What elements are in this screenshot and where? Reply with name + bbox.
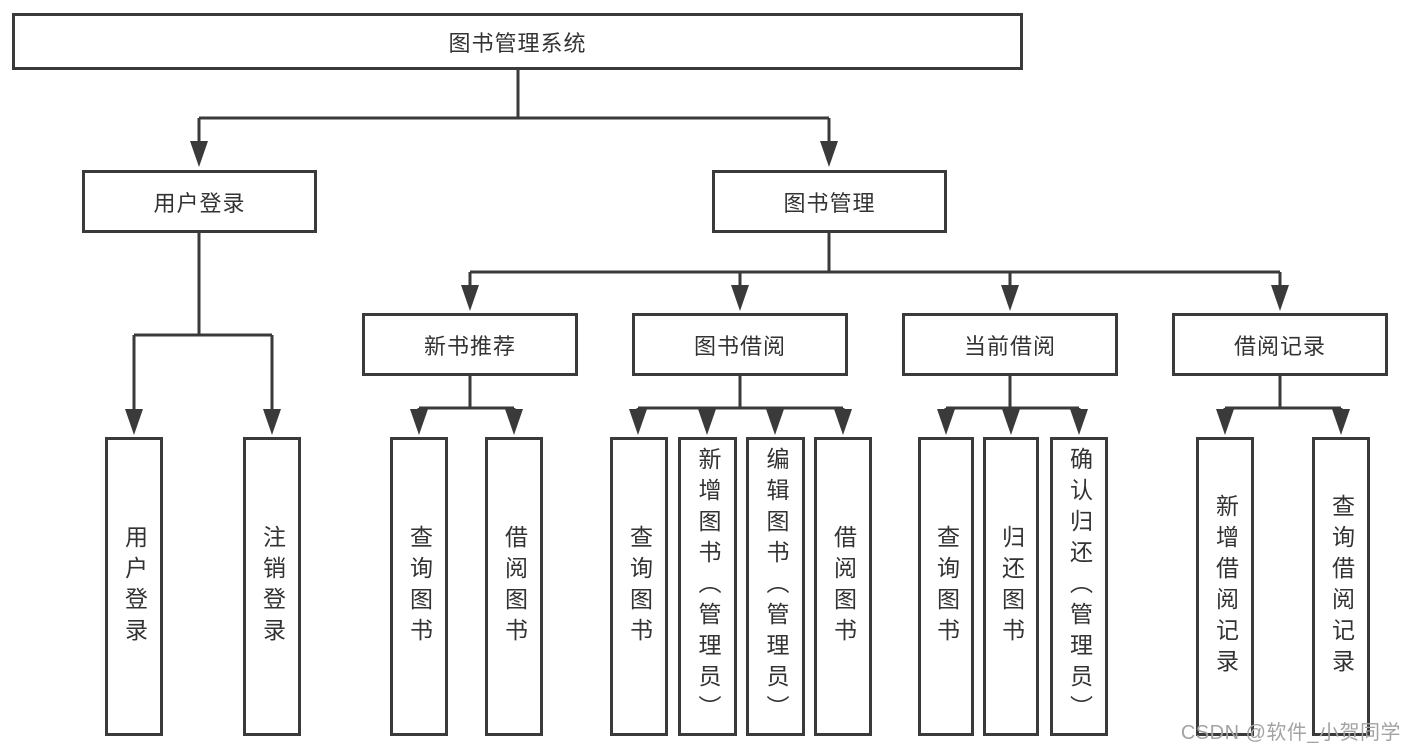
arrowhead [1002,409,1020,435]
node-book-borrow-label: 图书借阅 [693,333,786,359]
arrowhead [731,285,749,311]
leaf-query-borrow-record-label: 查询借阅记录 [1328,493,1355,680]
arrowhead [629,409,647,435]
leaf-add-borrow-record-label: 新增借阅记录 [1212,493,1239,680]
node-new-book-recommend: 新书推荐 [362,313,578,376]
arrowhead [1001,285,1019,311]
arrowhead [820,141,838,167]
arrowhead [937,409,955,435]
arrowhead [1332,409,1350,435]
node-book-management-label: 图书管理 [783,190,876,216]
leaf-query-book-2-label: 查询图书 [626,524,653,649]
leaf-add-book-admin: 新增图书（管理员） [678,437,737,736]
node-borrow-record-label: 借阅记录 [1233,333,1326,359]
leaf-query-book-2: 查询图书 [610,437,668,736]
arrowhead [461,285,479,311]
arrowhead [410,409,428,435]
node-book-borrow: 图书借阅 [632,313,848,376]
leaf-query-book-1-label: 查询图书 [406,524,433,649]
leaf-query-borrow-record: 查询借阅记录 [1312,437,1370,736]
node-book-management: 图书管理 [712,170,947,233]
arrowheads [125,141,1350,435]
node-new-book-recommend-label: 新书推荐 [423,333,516,359]
leaf-edit-book-admin: 编辑图书（管理员） [746,437,805,736]
leaf-logout-label: 注销登录 [259,524,286,649]
leaf-return-book-label: 归还图书 [998,524,1025,649]
csdn-watermark: CSDN @软件_小贺同学 [1180,722,1401,744]
arrowhead [698,409,716,435]
node-root: 图书管理系统 [12,13,1023,70]
leaf-return-book: 归还图书 [983,437,1039,736]
arrowhead [263,409,281,435]
leaf-edit-book-admin-label: 编辑图书（管理员） [763,447,789,726]
node-root-label: 图书管理系统 [448,30,587,56]
node-user-login: 用户登录 [82,170,317,233]
arrowhead [190,141,208,167]
leaf-query-book-3: 查询图书 [918,437,974,736]
node-borrow-record: 借阅记录 [1172,313,1388,376]
arrowhead [834,409,852,435]
leaf-borrow-book-1: 借阅图书 [485,437,543,736]
arrowhead [766,409,784,435]
leaf-user-login: 用户登录 [105,437,163,736]
arrowhead [1216,409,1234,435]
node-current-borrow-label: 当前借阅 [963,333,1056,359]
arrowhead [1070,409,1088,435]
arrowhead [1271,285,1289,311]
leaf-confirm-return-admin: 确认归还（管理员） [1050,437,1108,736]
node-user-login-label: 用户登录 [153,190,246,216]
leaf-user-login-label: 用户登录 [121,524,148,649]
leaf-add-borrow-record: 新增借阅记录 [1196,437,1254,736]
leaf-borrow-book-1-label: 借阅图书 [501,524,528,649]
leaf-query-book-1: 查询图书 [390,437,448,736]
node-current-borrow: 当前借阅 [902,313,1118,376]
leaf-logout: 注销登录 [243,437,301,736]
leaf-confirm-return-admin-label: 确认归还（管理员） [1066,447,1093,726]
arrowhead [505,409,523,435]
leaf-query-book-3-label: 查询图书 [933,524,960,649]
leaf-borrow-book-2: 借阅图书 [814,437,872,736]
leaf-add-book-admin-label: 新增图书（管理员） [695,447,721,726]
arrowhead [125,409,143,435]
leaf-borrow-book-2-label: 借阅图书 [830,524,857,649]
